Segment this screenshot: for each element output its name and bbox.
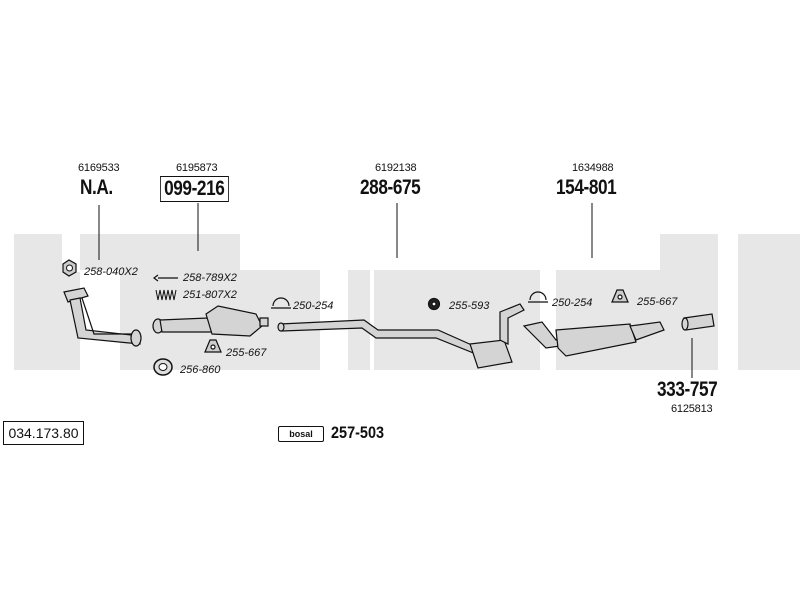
accessory-label: 250-254: [552, 297, 593, 309]
part-code-boxed: 099-216: [160, 176, 229, 202]
rubber-mount-icon: [204, 339, 222, 353]
part-number: 6192138: [375, 162, 417, 174]
middle-pipe: [277, 303, 525, 369]
part-code: 333-757: [657, 378, 718, 401]
background-band-left: [14, 234, 62, 370]
rear-silencer: [522, 321, 665, 357]
front-pipe: [63, 287, 142, 347]
part-number: 6195873: [176, 162, 218, 174]
bolt-icon: [153, 274, 178, 282]
rubber-mount-icon: [611, 289, 629, 303]
part-number: 1634988: [572, 162, 614, 174]
accessory-label: 258-789X2: [183, 272, 237, 284]
accessory-label: 255-667: [637, 296, 678, 308]
accessory-label: 255-667: [226, 347, 267, 359]
tail-pipe: [681, 313, 715, 331]
part-code: N.A.: [80, 176, 113, 199]
part-number: 6169533: [78, 162, 120, 174]
spring-icon: [155, 289, 177, 301]
bosal-logo: bosal: [278, 426, 324, 442]
part-code: 288-675: [360, 176, 421, 199]
accessory-label: 250-254: [293, 300, 334, 312]
accessory-label: 258-040X2: [84, 266, 138, 278]
background-band-f: [660, 234, 718, 270]
rubber-ring-icon: [427, 297, 441, 311]
background-band-d: [374, 270, 540, 370]
bosal-code: 257-503: [331, 423, 385, 442]
catalytic-converter: [152, 305, 269, 337]
part-code: 154-801: [556, 176, 617, 199]
reference-number: 034.173.80: [3, 421, 84, 445]
part-number: 6125813: [671, 403, 713, 415]
accessory-label: 251-807X2: [183, 289, 237, 301]
clamp-icon: [271, 297, 291, 309]
clamp-icon: [528, 291, 548, 303]
background-band-a: [80, 234, 240, 270]
background-band-right: [738, 234, 800, 370]
accessory-label: 256-860: [180, 364, 221, 376]
accessory-label: 255-593: [449, 300, 490, 312]
